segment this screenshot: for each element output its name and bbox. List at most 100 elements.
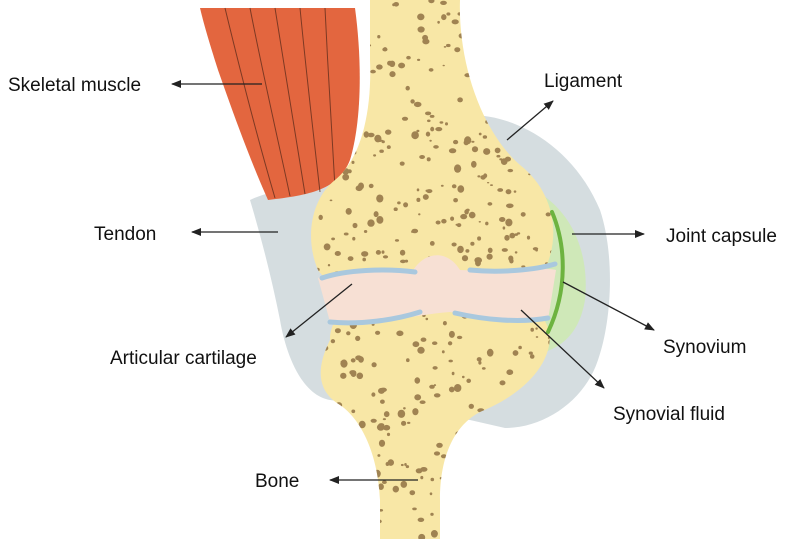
bone-pore (314, 452, 319, 457)
bone-pore (484, 442, 491, 450)
bone-pore (475, 42, 480, 48)
bone-pore (481, 498, 487, 503)
bone-pore (384, 411, 390, 417)
bone-pore (388, 459, 394, 466)
bone-pore (319, 215, 323, 220)
bone-pore (344, 422, 351, 426)
bone-pore (530, 354, 535, 359)
bone-pore (436, 221, 441, 225)
bone-pore (534, 62, 537, 64)
bone-pore (417, 14, 424, 21)
bone-pore (514, 113, 521, 121)
bone-pore (477, 236, 481, 240)
bone-pore (324, 243, 331, 250)
bone-pore (549, 505, 556, 511)
bone-pore (465, 517, 468, 519)
bone-pore (488, 202, 493, 206)
bone-pore (362, 10, 369, 18)
bone-pore (552, 15, 557, 19)
bone-pore (495, 148, 501, 154)
bone-pore (483, 135, 487, 139)
bone-pore (376, 64, 383, 69)
bone-pore (517, 86, 520, 89)
bone-pore (383, 425, 390, 431)
bone-pore (453, 198, 458, 202)
bone-pore (480, 175, 485, 180)
bone-pore (426, 318, 429, 320)
bone-pore (536, 451, 541, 454)
bone-pore (475, 499, 480, 503)
bone-pore (556, 49, 559, 52)
bone-pore (400, 250, 405, 256)
bone-pore (472, 146, 478, 152)
bone-pore (445, 122, 448, 125)
bone-pore (406, 56, 411, 60)
bone-pore (425, 112, 431, 116)
bone-pore (487, 254, 493, 260)
bone-pore (353, 223, 358, 228)
bone-pore (382, 48, 387, 52)
bone-pore (475, 56, 479, 59)
bone-pore (487, 182, 489, 183)
bone-pore (457, 185, 464, 193)
bone-pore (376, 250, 381, 255)
bone-pore (443, 65, 445, 67)
label-skeletal-muscle: Skeletal muscle (8, 75, 141, 96)
bone-pore (342, 174, 349, 181)
label-articular-cartilage: Articular cartilage (110, 348, 257, 369)
bone-pore (550, 124, 553, 127)
bone-pore (539, 39, 544, 45)
bone-pore (387, 145, 391, 149)
bone-pore (457, 336, 462, 339)
bone-pore (434, 393, 441, 397)
bone-pore (417, 188, 420, 191)
bone-pore (385, 130, 391, 135)
bone-pore (440, 477, 443, 479)
bone-pore (530, 328, 534, 332)
bone-pore (501, 158, 508, 165)
bone-pore (397, 201, 401, 204)
bone-pore (346, 208, 352, 215)
bone-pore (446, 12, 450, 15)
bone-pore (368, 133, 375, 138)
bone-pore (547, 64, 553, 70)
bone-pore (401, 481, 408, 488)
bone-pore (506, 204, 514, 209)
bone-pore (543, 419, 546, 422)
bone-pore (471, 141, 474, 143)
bone-pore (440, 121, 444, 123)
bone-pore (434, 451, 440, 455)
bone-pore (417, 59, 420, 61)
bone-pore (414, 229, 417, 231)
bone-pore (478, 361, 481, 365)
bone-pore (346, 436, 349, 439)
bone-pore (552, 119, 557, 123)
bone-pore (515, 251, 518, 253)
bone-pore (530, 462, 533, 465)
bone-pore (469, 404, 474, 409)
bone-pore (454, 164, 461, 172)
bone-pore (403, 202, 408, 207)
bone-pore (328, 264, 330, 266)
bone-pore (507, 430, 511, 433)
bone-pore (541, 509, 544, 512)
bone-pore (508, 169, 514, 172)
bone-pore (460, 214, 467, 219)
bone-pore (536, 336, 539, 338)
bone-pore (503, 100, 506, 102)
bone-pore (351, 482, 355, 487)
bone-pore (370, 513, 377, 521)
bone-pore (398, 63, 405, 69)
bone-pore (508, 438, 513, 443)
bone-pore (374, 470, 381, 478)
bone-pore (373, 154, 376, 156)
bone-pore (554, 519, 561, 523)
bone-pore (546, 212, 551, 216)
bone-pore (335, 328, 341, 333)
bone-pore (532, 102, 540, 109)
bone-pore (394, 207, 398, 211)
label-synovium: Synovium (663, 337, 746, 358)
bone-pore (340, 373, 346, 379)
bone-pore (470, 500, 473, 503)
bone-pore (464, 136, 471, 144)
